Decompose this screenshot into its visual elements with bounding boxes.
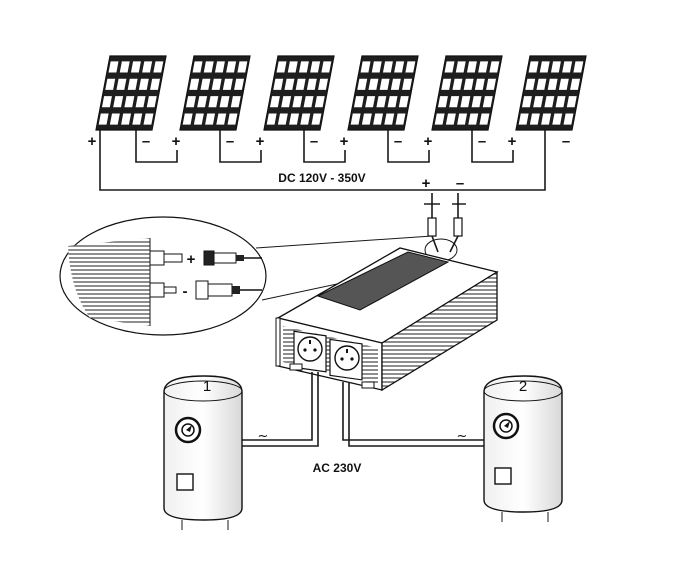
dc-voltage-label: DC 120V - 350V: [278, 171, 365, 185]
inverter-unit: [275, 247, 499, 392]
dc-plus-sign: +: [422, 175, 431, 192]
panel-1-plus-sign: +: [88, 133, 97, 150]
dc-input-leads: [424, 193, 466, 253]
dc-minus-sign: –: [456, 175, 464, 192]
heater-2-number: 2: [519, 378, 527, 395]
detail-minus-sign: -: [183, 283, 188, 300]
panel-4-plus-sign: +: [340, 133, 349, 150]
panel-3-plus-sign: +: [256, 133, 265, 150]
water-heater-1: [163, 375, 243, 530]
heater-1-number: 1: [203, 378, 211, 395]
panel-5-minus-sign: –: [478, 133, 486, 150]
panel-6-plus-sign: +: [508, 133, 517, 150]
solar-panel-1: +–: [88, 55, 167, 150]
solar-panel-6: +–: [508, 55, 587, 150]
panel-6-minus-sign: –: [562, 133, 570, 150]
detail-minus-connector: [149, 280, 262, 300]
heater-2-switch: [494, 467, 512, 485]
panel-5-plus-sign: +: [424, 133, 433, 150]
panel-4-minus-sign: –: [394, 133, 402, 150]
detail-plus-connector: [149, 250, 262, 266]
solar-panel-2: +–: [172, 55, 251, 150]
ac-socket-2: [329, 338, 363, 381]
panel-2-minus-sign: –: [226, 133, 234, 150]
detail-plus-sign: +: [187, 251, 196, 268]
ac-output-wiring: [242, 372, 484, 447]
ac-socket-1: [293, 330, 327, 373]
heater-1-switch: [176, 473, 194, 491]
connector-detail-callout: + -: [59, 216, 458, 336]
water-heater-2: [483, 375, 563, 522]
panel-2-plus-sign: +: [172, 133, 181, 150]
solar-panel-array: +–+–+–+–+–+–: [88, 55, 587, 150]
panel-1-minus-sign: –: [142, 133, 150, 150]
dc-plus-connector: [427, 217, 437, 237]
detail-inverter-fins: [68, 238, 151, 326]
solar-panel-5: +–: [424, 55, 503, 150]
panel-series-wiring: [99, 130, 546, 191]
ac-voltage-label: AC 230V: [313, 461, 362, 475]
panel-3-minus-sign: –: [310, 133, 318, 150]
solar-panel-4: +–: [340, 55, 419, 150]
ac-tilde-right: ~: [457, 429, 468, 444]
dc-minus-connector: [453, 217, 463, 237]
ac-tilde-left: ~: [258, 429, 269, 444]
solar-panel-3: +–: [256, 55, 335, 150]
